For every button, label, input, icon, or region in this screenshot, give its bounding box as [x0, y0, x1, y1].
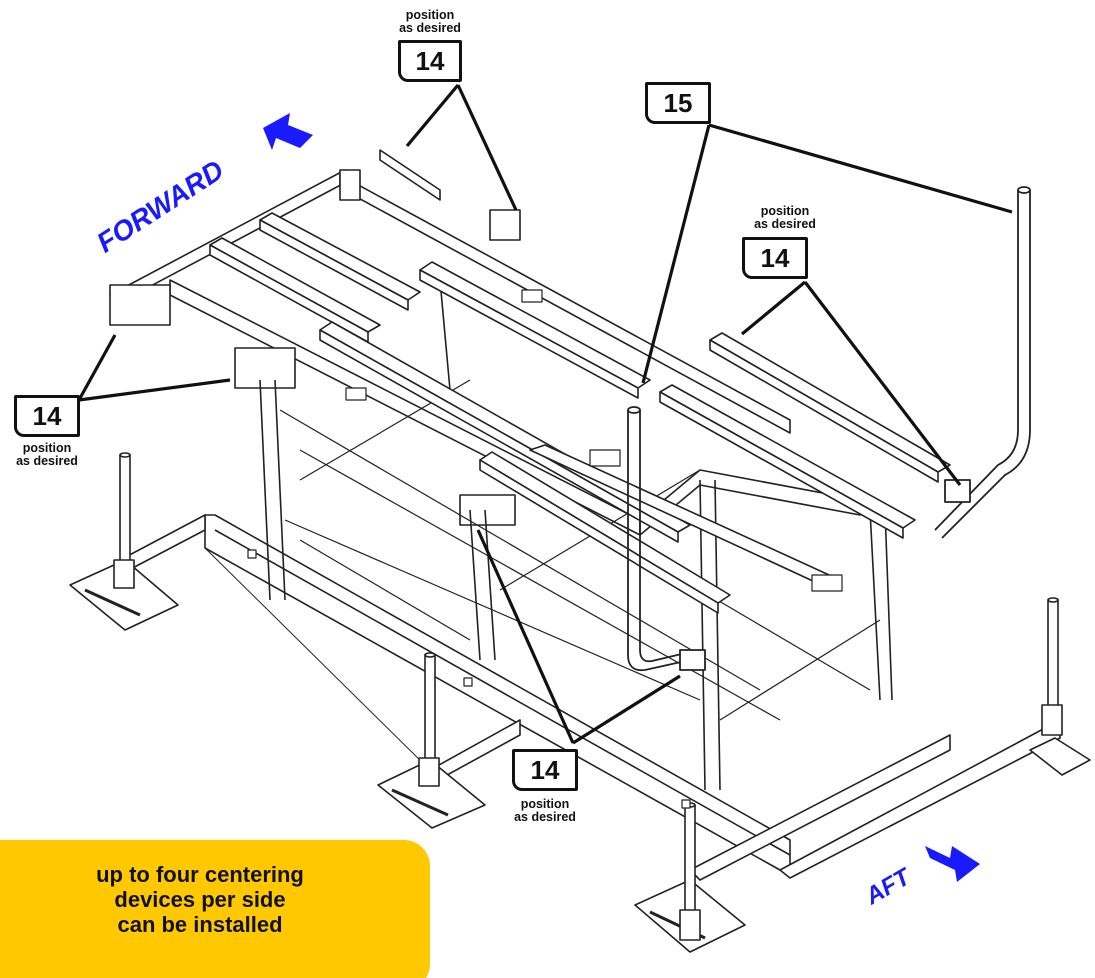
- hint-position-top: position as desired: [399, 8, 461, 35]
- hint-position-bottom: position as desired: [514, 797, 576, 824]
- hint-position-left: position as desired: [16, 441, 78, 468]
- rail-plates: [247, 289, 843, 809]
- bunks: [209, 212, 951, 614]
- callout-15: 15: [645, 82, 711, 124]
- callout-14-right: 14: [742, 237, 808, 279]
- leader-lines: [77, 83, 1013, 745]
- guide-poles: [627, 186, 1031, 672]
- callout-14-bottom: 14: [512, 749, 578, 791]
- callout-14-left: 14: [14, 395, 80, 437]
- vertical-posts: [113, 452, 1063, 941]
- hint-position-right: position as desired: [754, 204, 816, 231]
- info-note-box: up to four centering devices per side ca…: [0, 840, 430, 978]
- aft-arrow-icon: [925, 846, 980, 882]
- forward-arrow-icon: [263, 113, 313, 150]
- callout-14-top: 14: [398, 40, 462, 82]
- ground-frame: [119, 514, 1061, 881]
- info-note-text: up to four centering devices per side ca…: [96, 862, 304, 937]
- foot-plates: [69, 559, 1091, 953]
